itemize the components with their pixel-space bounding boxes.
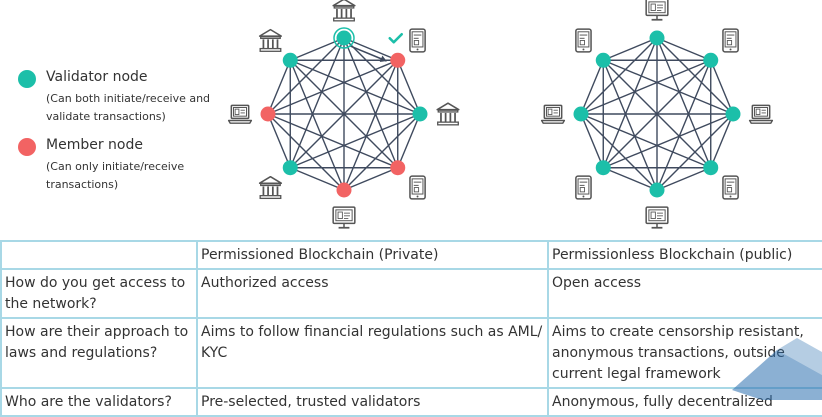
private-member-node bbox=[260, 106, 276, 122]
private-validator-node bbox=[412, 106, 428, 122]
public-edge bbox=[580, 59, 604, 115]
private-validator-node bbox=[282, 160, 298, 176]
public-edge bbox=[602, 59, 712, 169]
private-edge bbox=[267, 59, 291, 115]
private-edge bbox=[289, 59, 345, 191]
private-edge bbox=[289, 59, 421, 115]
watermark-logo bbox=[732, 338, 822, 400]
table-row: How are their approach to laws and regul… bbox=[0, 317, 822, 389]
mobile-icon bbox=[575, 175, 592, 200]
member-node-title: Member node bbox=[46, 137, 143, 153]
transaction-arrow bbox=[350, 45, 387, 62]
validator-node-swatch bbox=[18, 70, 36, 88]
private-edge bbox=[267, 113, 291, 169]
private-edge bbox=[397, 113, 421, 169]
cell-permissioned-validators: Pre-selected, trusted validators bbox=[196, 387, 549, 417]
private-validator-node bbox=[282, 52, 298, 68]
validator-node-title: Validator node bbox=[46, 69, 148, 85]
cell-permissioned-access: Authorized access bbox=[196, 268, 549, 319]
bank-icon bbox=[332, 0, 356, 22]
cell-permissionless-access: Open access bbox=[547, 268, 822, 319]
monitor-icon bbox=[332, 206, 356, 229]
private-edge bbox=[289, 59, 399, 169]
public-edge bbox=[710, 59, 734, 115]
public-edge bbox=[710, 113, 734, 169]
table-row: How do you get access to the network? Au… bbox=[0, 268, 822, 319]
mobile-icon bbox=[409, 175, 426, 200]
monitor-icon bbox=[645, 0, 669, 21]
permissionless-network-diagram bbox=[540, 0, 774, 229]
public-validator-node bbox=[595, 52, 611, 68]
private-edge bbox=[267, 113, 345, 191]
monitor-icon bbox=[645, 206, 669, 229]
network-diagrams bbox=[227, 0, 774, 229]
laptop-icon bbox=[227, 104, 253, 124]
header-cell-permissionless: Permissionless Blockchain (public) bbox=[547, 240, 822, 270]
public-edge bbox=[580, 113, 658, 191]
table-header-row: Permissioned Blockchain (Private) Permis… bbox=[0, 240, 822, 270]
permissioned-network-diagram bbox=[227, 0, 460, 229]
private-edge bbox=[289, 167, 345, 191]
private-edge bbox=[397, 59, 421, 115]
validator-node-description: (Can both initiate/receive and validate … bbox=[46, 92, 211, 123]
header-cell-empty bbox=[0, 240, 198, 270]
row-question-regulation: How are their approach to laws and regul… bbox=[0, 317, 198, 389]
public-edge bbox=[580, 113, 604, 169]
public-validator-node bbox=[725, 106, 741, 122]
table-row: Who are the validators? Pre-selected, tr… bbox=[0, 387, 822, 417]
public-edge bbox=[602, 37, 658, 61]
private-member-node bbox=[390, 52, 406, 68]
private-member-node bbox=[390, 160, 406, 176]
private-member-node bbox=[336, 182, 352, 198]
mobile-icon bbox=[722, 28, 739, 53]
laptop-icon bbox=[748, 104, 774, 124]
cell-permissioned-regulation: Aims to follow financial regulations suc… bbox=[196, 317, 549, 389]
private-validator-node bbox=[336, 30, 352, 46]
mobile-icon bbox=[409, 28, 426, 53]
public-validator-node bbox=[649, 30, 665, 46]
bank-icon bbox=[258, 175, 283, 200]
active-validator-ring bbox=[333, 27, 355, 49]
bank-icon bbox=[436, 102, 460, 126]
public-edge bbox=[656, 37, 712, 61]
row-question-validators: Who are the validators? bbox=[0, 387, 198, 417]
checkmark-icon bbox=[388, 32, 404, 44]
public-validator-node bbox=[703, 52, 719, 68]
public-validator-node bbox=[573, 106, 589, 122]
private-edge bbox=[343, 167, 399, 191]
public-edge bbox=[602, 59, 658, 191]
member-node-description: (Can only initiate/receive transactions) bbox=[46, 160, 185, 191]
mobile-icon bbox=[575, 28, 592, 53]
bank-icon bbox=[258, 28, 283, 53]
public-edge bbox=[656, 167, 712, 191]
member-node-swatch bbox=[18, 138, 36, 156]
public-validator-node bbox=[703, 160, 719, 176]
public-validator-node bbox=[649, 182, 665, 198]
laptop-icon bbox=[540, 104, 566, 124]
comparison-table: Permissioned Blockchain (Private) Permis… bbox=[0, 240, 822, 417]
mobile-icon bbox=[722, 175, 739, 200]
public-edge bbox=[602, 59, 734, 115]
header-cell-permissioned: Permissioned Blockchain (Private) bbox=[196, 240, 549, 270]
public-validator-node bbox=[595, 160, 611, 176]
public-edge bbox=[602, 167, 658, 191]
row-question-access: How do you get access to the network? bbox=[0, 268, 198, 319]
transaction-arrowhead bbox=[379, 55, 387, 62]
